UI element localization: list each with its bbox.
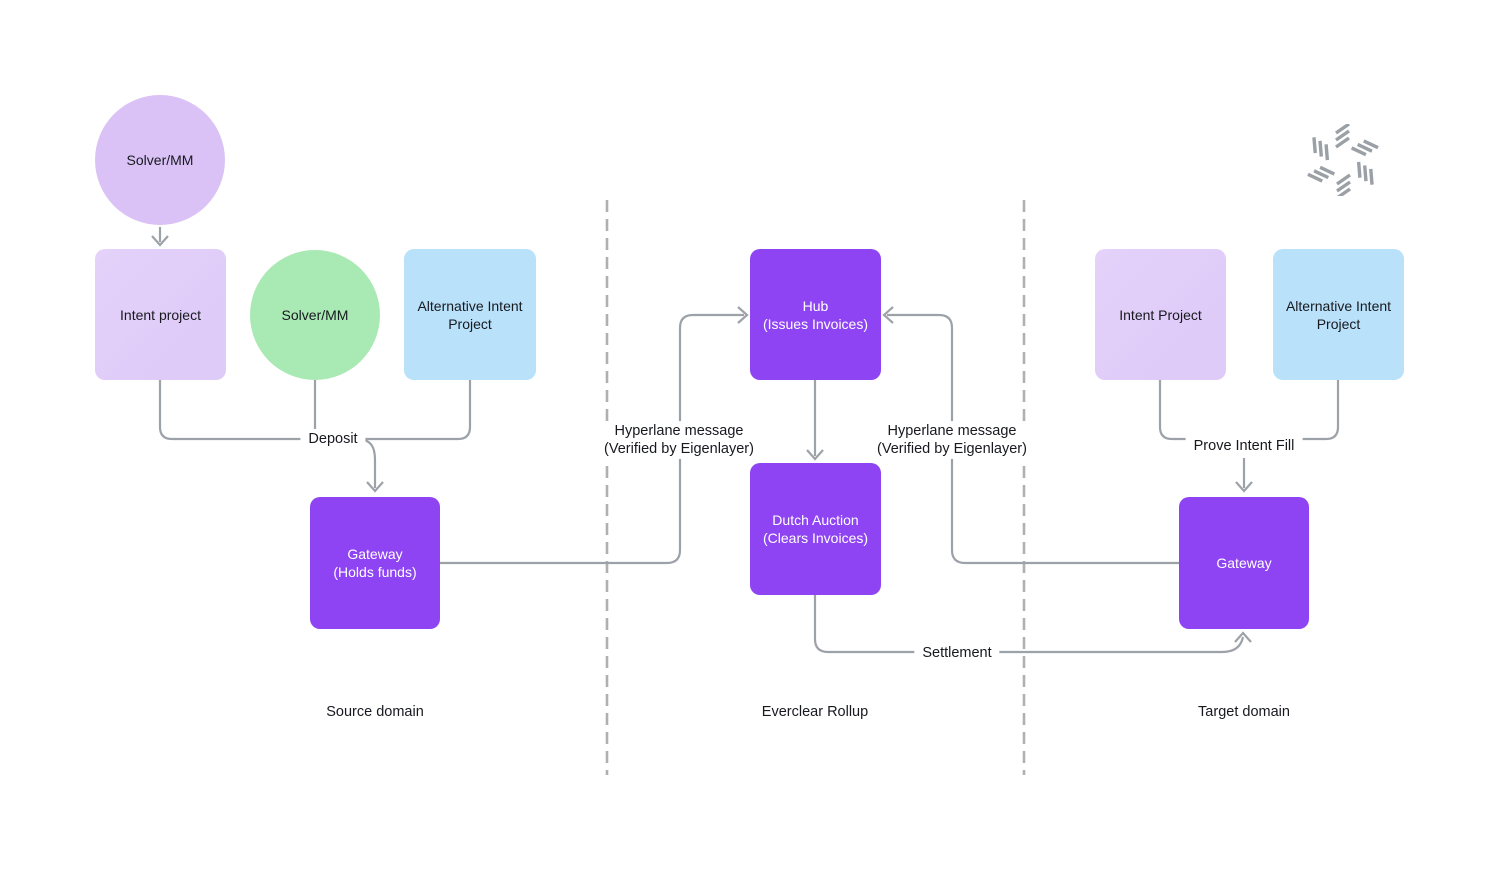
edge-label-hyperlane-left: Hyperlane message (Verified by Eigenlaye… <box>596 421 762 459</box>
region-label-source-domain: Source domain <box>326 704 424 720</box>
node-intent-project-target: Intent Project <box>1095 249 1226 380</box>
node-label: Gateway <box>1216 555 1272 571</box>
node-gateway-target: Gateway <box>1179 497 1309 629</box>
arrowhead-deposit-to-gateway <box>366 481 384 493</box>
edge-label-deposit: Deposit <box>300 429 366 449</box>
node-alternative-intent-source: Alternative Intent Project <box>404 249 536 380</box>
everclear-logo-icon <box>1307 124 1379 196</box>
arrowhead-solver-to-intent <box>151 235 169 247</box>
edge-alt-tgt-to-prove <box>1286 380 1340 441</box>
node-label: Solver/MM <box>126 152 194 168</box>
edge-intent-src-to-deposit <box>158 380 311 441</box>
node-alternative-intent-target: Alternative Intent Project <box>1273 249 1404 380</box>
node-gateway-source: Gateway (Holds funds) <box>310 497 440 629</box>
arrowhead-gateway-tgt-to-hub <box>882 306 894 324</box>
edge-intent-tgt-to-prove <box>1158 380 1202 441</box>
edge-label-prove-intent-fill: Prove Intent Fill <box>1185 436 1303 456</box>
node-hub: Hub (Issues Invoices) <box>750 249 881 380</box>
edge-auction-to-settlement <box>813 594 925 654</box>
node-solver-mm-mid: Solver/MM <box>250 250 380 380</box>
region-label-target-domain: Target domain <box>1198 704 1290 720</box>
node-label: Hub (Issues Invoices) <box>762 297 869 332</box>
logo-arms <box>1307 124 1379 196</box>
arrowhead-gateway-src-to-hub <box>737 306 749 324</box>
node-label: Alternative Intent Project <box>1285 297 1392 332</box>
edge-label-hyperlane-right: Hyperlane message (Verified by Eigenlaye… <box>869 421 1035 459</box>
node-label: Dutch Auction (Clears Invoices) <box>762 512 869 546</box>
arrowhead-settlement-to-gateway-tgt <box>1234 631 1252 643</box>
arrowhead-prove-to-gateway-tgt <box>1235 481 1253 493</box>
node-intent-project-source: Intent project <box>95 249 226 380</box>
node-label: Solver/MM <box>281 307 349 323</box>
node-dutch-auction: Dutch Auction (Clears Invoices) <box>750 463 881 595</box>
node-solver-mm-top: Solver/MM <box>95 95 225 225</box>
edge-settlement-to-gateway-tgt <box>990 636 1245 654</box>
edge-label-settlement: Settlement <box>914 643 1000 663</box>
node-label: Intent project <box>120 306 201 323</box>
arrowhead-hub-to-auction <box>806 449 824 461</box>
node-label: Intent Project <box>1119 306 1202 323</box>
node-label: Gateway (Holds funds) <box>333 546 417 580</box>
edge-alt-src-to-deposit <box>357 380 472 441</box>
node-label: Alternative Intent Project <box>417 297 523 332</box>
region-label-everclear-rollup: Everclear Rollup <box>761 704 869 720</box>
